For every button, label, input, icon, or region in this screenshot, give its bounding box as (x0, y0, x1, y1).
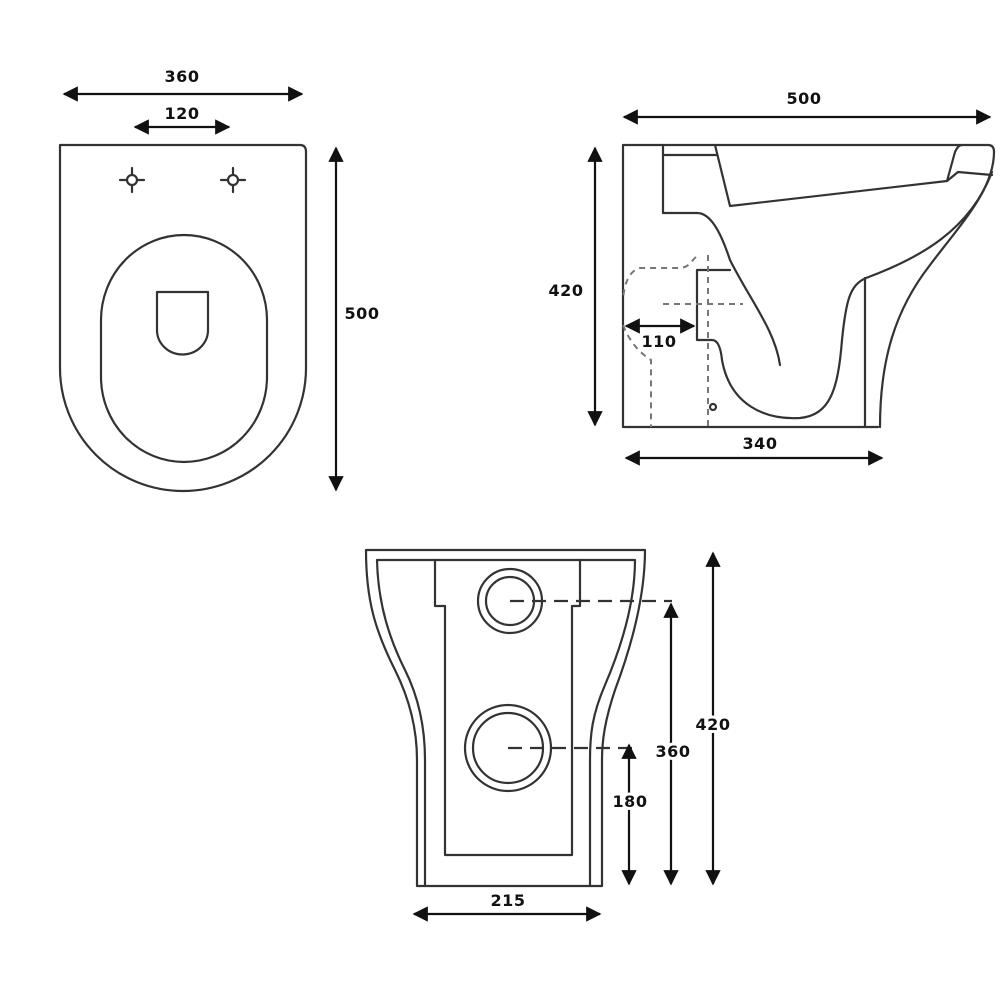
dimension-label: 215 (491, 891, 526, 910)
fixing-hole-right (219, 166, 247, 194)
dimension-label: 420 (549, 281, 584, 300)
seat-profile (661, 143, 782, 367)
dimension-label: 340 (743, 434, 778, 453)
dimension-label: 180 (613, 792, 648, 811)
inner-outline (375, 558, 637, 888)
fixing-hole (708, 402, 718, 412)
dimension-label: 110 (642, 332, 677, 351)
lower-outlet (463, 703, 553, 793)
dimension-label: 360 (656, 742, 691, 761)
outer-outline (621, 143, 996, 429)
top-view: 360 120 500 (58, 67, 380, 493)
rear-view: 215 180 360 420 (364, 548, 733, 922)
dimension-label: 120 (165, 104, 200, 123)
bowl-opening (155, 290, 210, 356)
seat-outline (99, 233, 269, 464)
outer-outline (364, 548, 647, 888)
dimension-label: 500 (345, 304, 380, 323)
seat-lid (661, 143, 994, 208)
dimension-label: 420 (696, 715, 731, 734)
waste-pipe-hidden (622, 255, 743, 427)
trap-profile (695, 170, 994, 420)
pan-outline (58, 143, 308, 493)
fixing-hole-left (118, 166, 146, 194)
dimension-label: 360 (165, 67, 200, 86)
side-view: 500 420 110 340 (549, 89, 996, 466)
dimension-label: 500 (787, 89, 822, 108)
back-recess (433, 558, 582, 857)
